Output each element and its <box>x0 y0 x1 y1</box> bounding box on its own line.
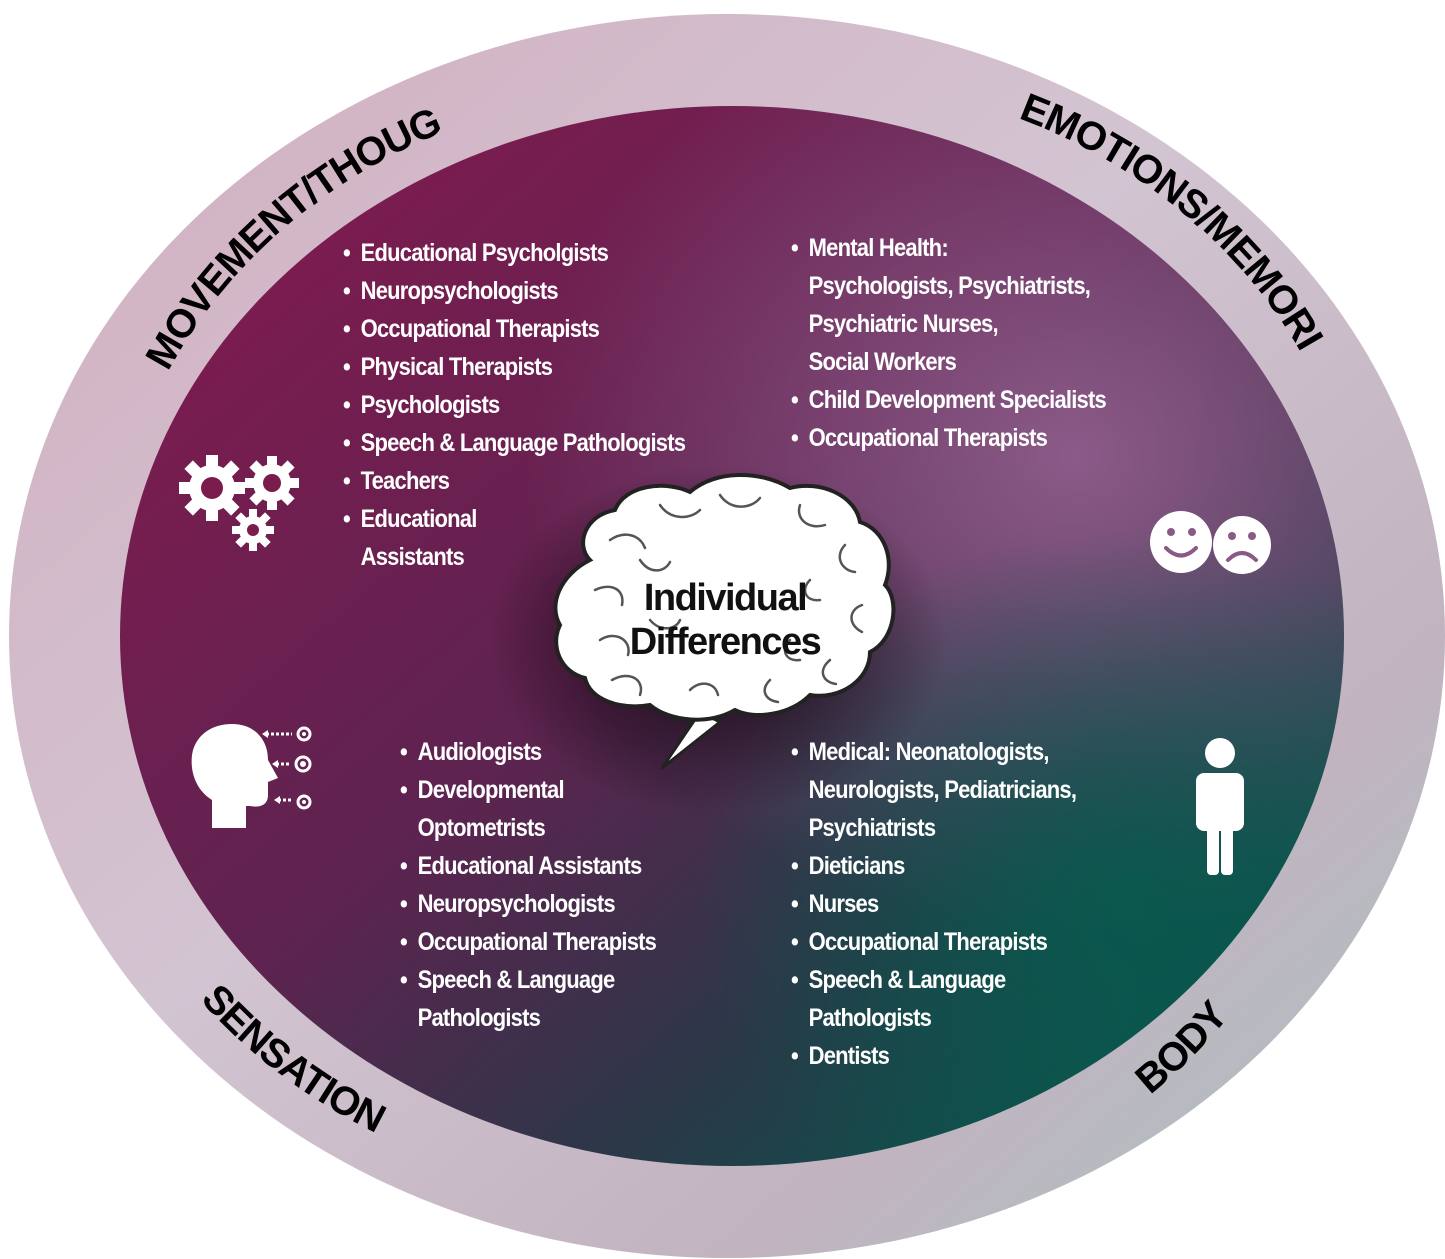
bullet-glyph: • <box>343 353 351 381</box>
list-item-text: Dentists <box>808 1042 890 1070</box>
list-movement-thoughts: • Educational Psycholgists • Neuropsycholog… <box>343 234 686 576</box>
bullet-glyph: • <box>791 386 799 414</box>
list-item-text: Neuropsychologists <box>417 890 616 918</box>
center-label-line1: Individual <box>644 577 806 619</box>
list-item: • Psychologists <box>343 386 685 424</box>
list-item-text: Occupational Therapists <box>360 315 600 343</box>
smiley-sad-faces-icon <box>1150 511 1271 574</box>
list-item-text: Optometrists <box>417 814 546 842</box>
bullet-glyph: • <box>343 391 351 419</box>
bullet-glyph: • <box>791 928 799 956</box>
bullet-glyph: • <box>400 890 408 918</box>
list-item-text: Psychiatrists <box>808 814 936 842</box>
list-item-text: Speech & Language Pathologists <box>360 429 686 457</box>
list-item-text: Physical Therapists <box>360 353 553 381</box>
list-item-text: Educational Psycholgists <box>360 239 609 267</box>
bullet-glyph: • <box>791 234 799 262</box>
list-item-text: Educational <box>360 505 478 533</box>
list-item: • Medical: Neonatologists, Neurologists, P… <box>791 733 1077 847</box>
list-item: • Occupational Therapists <box>343 310 685 348</box>
list-item-text: Psychologists <box>360 391 501 419</box>
bullet-glyph: • <box>791 966 799 994</box>
bullet-glyph: • <box>343 467 351 495</box>
list-item-text: Child Development Specialists <box>808 386 1107 414</box>
person-icon <box>1196 738 1244 875</box>
bullet-glyph: • <box>343 277 351 305</box>
list-item: • Occupational Therapists <box>791 419 1106 457</box>
list-item: • Educational Assistants <box>400 847 656 885</box>
bullet-glyph: • <box>400 966 408 994</box>
list-item-text: Educational Assistants <box>417 852 643 880</box>
bullet-glyph: • <box>791 738 799 766</box>
bullet-glyph: • <box>791 890 799 918</box>
bullet-glyph: • <box>343 505 351 533</box>
list-item: • Teachers <box>343 462 685 500</box>
list-item: • Occupational Therapists <box>400 923 657 961</box>
list-item: • Mental Health: Psychologists, Psychiatri… <box>791 229 1106 381</box>
bullet-glyph: • <box>400 738 408 766</box>
list-item-text: Assistants <box>360 543 465 571</box>
bullet-glyph: • <box>791 1042 799 1070</box>
list-item: • Speech & Language Pathologists <box>343 424 686 462</box>
list-item-text: Neurologists, Pediatricians, <box>808 776 1077 804</box>
bullet-glyph: • <box>400 852 408 880</box>
bullet-glyph: • <box>343 429 351 457</box>
bullet-glyph: • <box>400 776 408 804</box>
list-item-text: Medical: Neonatologists, <box>808 738 1050 766</box>
list-item-text: Social Workers <box>808 348 957 376</box>
brain-icon: Individual Differences <box>553 472 896 770</box>
list-item: • Dentists <box>791 1037 1076 1075</box>
list-item-text: Neuropsychologists <box>360 277 559 305</box>
bullet-glyph: • <box>400 928 408 956</box>
list-item-text: Psychiatric Nurses, <box>808 310 999 338</box>
list-item-text: Occupational Therapists <box>808 928 1048 956</box>
list-item: • Nurses <box>791 885 1076 923</box>
list-item: • Audiologists <box>400 733 656 771</box>
list-emotions-memories: • Mental Health: Psychologists, Psychiatri… <box>791 229 1107 457</box>
list-item-text: Occupational Therapists <box>417 928 657 956</box>
bullet-glyph: • <box>343 239 351 267</box>
bullet-glyph: • <box>791 852 799 880</box>
center-label-line2: Differences <box>630 621 821 663</box>
list-item: • Educational Psycholgists <box>343 234 685 272</box>
list-item-text: Psychologists, Psychiatrists, <box>808 272 1091 300</box>
list-item-text: Teachers <box>360 467 450 495</box>
list-item-text: Mental Health: <box>808 234 949 262</box>
list-item-text: Dieticians <box>808 852 906 880</box>
list-item: • Neuropsychologists <box>400 885 656 923</box>
list-item-text: Developmental <box>417 776 565 804</box>
list-item-text: Occupational Therapists <box>808 424 1048 452</box>
list-item: • Neuropsychologists <box>343 272 685 310</box>
list-body: • Medical: Neonatologists, Neurologists, P… <box>791 733 1077 1075</box>
list-item-text: Pathologists <box>417 1004 541 1032</box>
head-senses-icon <box>191 724 312 828</box>
list-item-text: Pathologists <box>808 1004 932 1032</box>
list-item-text: Nurses <box>808 890 880 918</box>
list-item: • Dieticians <box>791 847 1076 885</box>
bullet-glyph: • <box>343 315 351 343</box>
list-item: • Physical Therapists <box>343 348 685 386</box>
list-item-text: Speech & Language <box>808 966 1007 994</box>
list-item-text: Speech & Language <box>417 966 616 994</box>
list-item-text: Audiologists <box>417 738 543 766</box>
bullet-glyph: • <box>791 424 799 452</box>
list-item: • Child Development Specialists <box>791 381 1107 419</box>
gears-icon <box>179 455 299 551</box>
list-item: • Occupational Therapists <box>791 923 1076 961</box>
